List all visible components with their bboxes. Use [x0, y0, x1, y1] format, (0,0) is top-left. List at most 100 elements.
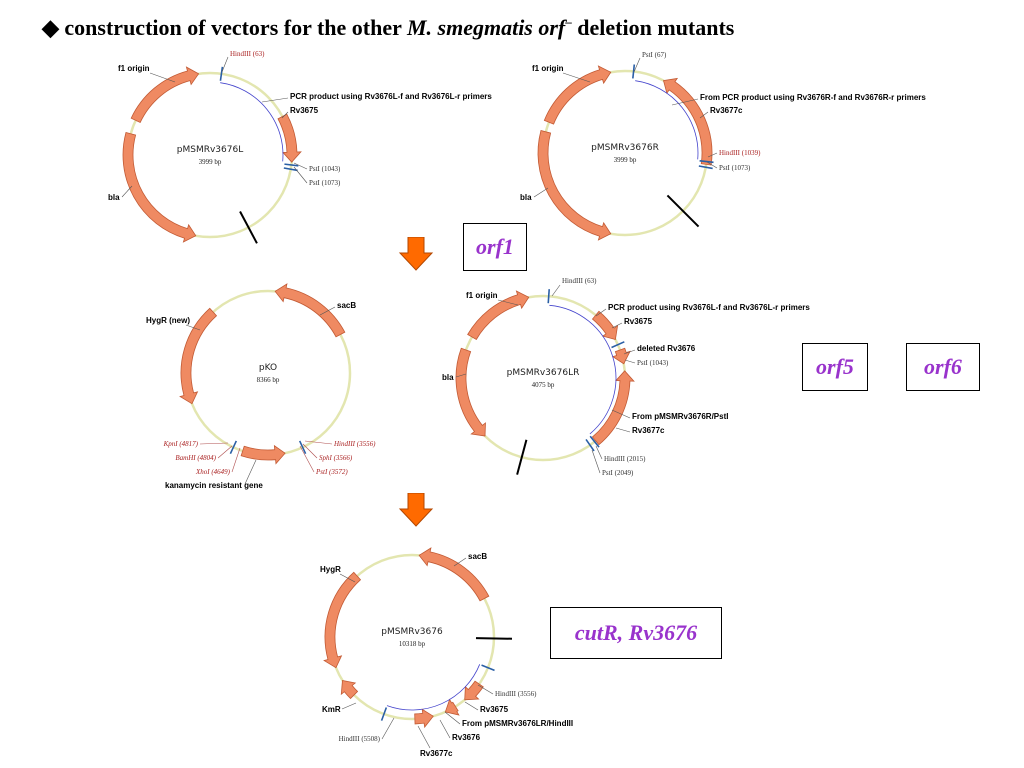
feature-rv3675 [591, 310, 619, 341]
plasmid-size: 3999 bp [199, 158, 222, 166]
plasmid-size: 8366 bp [257, 376, 280, 384]
restriction-site-mark [547, 289, 551, 304]
restriction-site-mark [585, 438, 595, 452]
site-label: HindIII (3556) [333, 440, 376, 448]
plasmid-size: 4075 bp [532, 381, 555, 389]
leader-line [339, 573, 356, 583]
feature-label: bla [108, 193, 120, 202]
feature-label: PCR product using Rv3676L-f and Rv3676L-… [290, 92, 492, 101]
diamond-bullet-icon: ◆ [42, 15, 59, 40]
restriction-site-mark [219, 66, 224, 81]
leader-line [381, 717, 395, 740]
site-label: PstI (2049) [602, 469, 634, 477]
plasmid-name: pMSMRv3676R [591, 143, 659, 153]
feature-label: f1 origin [118, 64, 150, 73]
feature-label: HygR (new) [146, 316, 190, 325]
leader-line [707, 152, 718, 158]
leader-line [319, 306, 336, 316]
leader-line [455, 373, 467, 378]
cutr-rv3676-box: cutR, Rv3676 [550, 607, 722, 659]
leader-line [464, 701, 479, 711]
plasmid-name: pMSMRv3676L [177, 145, 243, 155]
origin-tick [516, 439, 528, 475]
feature-kanamycin-resistant-gene [240, 444, 286, 465]
leader-line [199, 442, 229, 445]
site-label: HindIII (63) [562, 277, 597, 285]
leader-line [261, 97, 289, 103]
title-text-before: construction of vectors for the other [64, 15, 402, 40]
feature-label: f1 origin [466, 291, 498, 300]
leader-line [231, 447, 241, 473]
feature-rv3676 [444, 698, 460, 716]
feature-hygr [323, 571, 362, 669]
leader-line [299, 445, 315, 473]
restriction-site-mark [380, 707, 388, 721]
plasmid-name: pMSMRv3676 [381, 627, 443, 637]
site-label: HindIII (1039) [719, 149, 761, 157]
down-arrow-icon [398, 237, 434, 271]
feature-label: Rv3675 [290, 106, 319, 115]
feature-label: Rv3677c [710, 106, 743, 115]
pcr-insert-arc [549, 304, 617, 435]
leader-line [281, 111, 289, 119]
site-label: PstI (3572) [315, 468, 348, 476]
down-arrow-icon [398, 493, 434, 527]
leader-line [591, 449, 601, 474]
site-label: PstI (1043) [309, 165, 341, 173]
leader-line [533, 187, 549, 198]
leader-line [244, 459, 257, 485]
leader-line [699, 111, 709, 119]
leader-line [444, 711, 461, 725]
leader-line [477, 684, 494, 695]
site-label: HindIII (3556) [495, 690, 537, 698]
restriction-site-mark [589, 435, 600, 448]
leader-line [611, 322, 623, 329]
leader-line [595, 308, 607, 317]
leader-line [562, 72, 591, 83]
leader-line [304, 440, 333, 445]
feature-label: HygR [320, 565, 341, 574]
feature-rv3675 [277, 113, 302, 163]
feature-sacb [418, 547, 490, 602]
feature-label: From pMSMRv3676R/PstI [632, 412, 728, 421]
origin-tick [666, 194, 700, 228]
orf6-box: orf6 [906, 343, 980, 391]
leader-line [706, 161, 718, 169]
feature-label: sacB [337, 301, 356, 310]
feature-rv3677c [662, 77, 713, 166]
restriction-site-mark [699, 160, 714, 164]
feature-rv3677c [591, 370, 635, 446]
leader-line [293, 166, 308, 184]
plasmid-size: 10318 bp [399, 640, 426, 648]
restriction-site-mark [611, 341, 625, 349]
leader-line [595, 445, 603, 460]
title-species: smegmatis orf [437, 15, 566, 40]
feature-bla [455, 347, 486, 437]
leader-line [217, 445, 233, 459]
orf5-label: orf5 [816, 354, 854, 379]
feature-label: Rv3677c [420, 749, 453, 758]
feature-label: bla [442, 373, 454, 382]
feature-label: deleted Rv3676 [637, 344, 696, 353]
site-label: HindIII (2015) [604, 455, 646, 463]
feature-bla [537, 129, 612, 241]
site-label: BamHI (4804) [175, 454, 216, 462]
feature-f1-origin [543, 65, 612, 125]
plasmid-name: pKO [259, 363, 277, 373]
feature-label: Rv3676 [452, 733, 481, 742]
feature-label: kanamycin resistant gene [165, 481, 263, 490]
feature-label: PCR product using Rv3676L-f and Rv3676L-… [608, 303, 810, 312]
plasmid-map-pmsmrv3676lr: f1 origin HindIII (63) PCR product using R… [442, 277, 810, 477]
leader-line [623, 349, 636, 355]
orf5-box: orf5 [802, 343, 868, 391]
pcr-insert-arc [635, 80, 699, 160]
leader-line [453, 557, 467, 567]
orf6-label: orf6 [924, 354, 962, 379]
site-label: SphI (3566) [319, 454, 353, 462]
plasmid-size: 3999 bp [614, 156, 637, 164]
feature-sacb [274, 283, 346, 338]
feature-label: Rv3675 [480, 705, 509, 714]
feature-label: bla [520, 193, 532, 202]
